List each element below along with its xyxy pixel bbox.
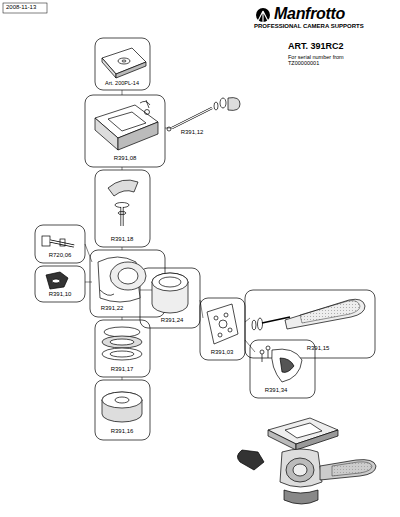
assembled-head [237,418,376,504]
part-number: R391,24 [161,317,184,324]
part-number: R391,15 [307,345,330,352]
part-number: R720,06 [49,252,72,259]
article-number: ART. 391RC2 [288,42,344,52]
part-number: R391,34 [265,387,288,394]
header-text: For serial number from TZ00000001 [288,54,350,66]
part-number: R391,16 [111,428,134,435]
part-number: R391,22 [101,305,124,312]
part-number: R391,17 [111,366,134,373]
part-number: R391,18 [111,236,134,243]
header-text: 2008-11-13 [6,4,36,11]
part-number: R391,10 [49,291,72,298]
part-number: R391,12 [181,129,204,136]
logo-mark [256,8,270,22]
part-number: R391,03 [211,349,234,356]
header-text: Manfrotto [274,5,345,23]
part-number: Art. 200PL-14 [105,80,139,86]
part-number: R391,08 [114,155,137,162]
header-text: PROFESSIONAL CAMERA SUPPORTS [254,23,364,30]
